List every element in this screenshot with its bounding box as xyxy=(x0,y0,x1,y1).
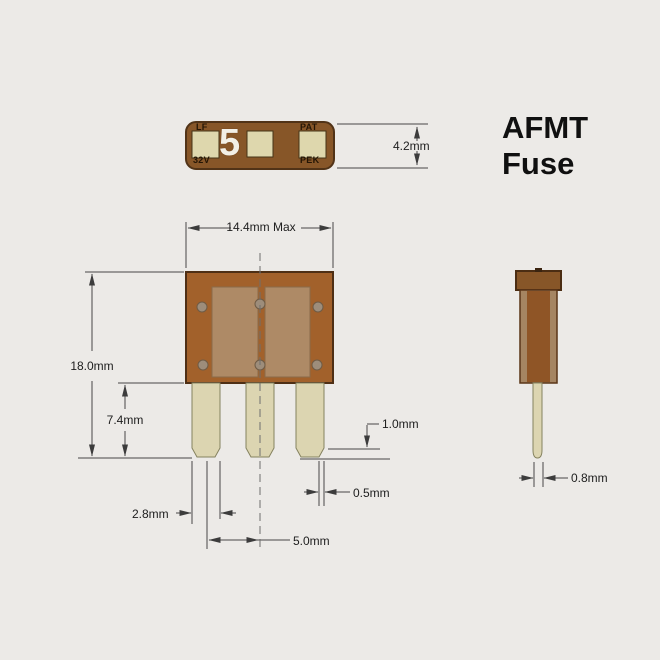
title-line-2: Fuse xyxy=(502,146,575,181)
rivet xyxy=(196,301,208,313)
dim-label-5-0mm: 5.0mm xyxy=(293,534,330,548)
dim-label-0-5mm: 0.5mm xyxy=(353,486,390,500)
dim-4-2mm-lines xyxy=(337,123,428,169)
top-view xyxy=(185,121,335,170)
page-title: AFMT Fuse xyxy=(502,110,588,182)
dim-7-4mm-lines xyxy=(118,382,184,457)
dim-label-2-8mm: 2.8mm xyxy=(132,507,169,521)
dim-label-7-4mm: 7.4mm xyxy=(106,413,144,427)
dim-2-8mm-lines xyxy=(176,461,236,524)
title-line-1: AFMT xyxy=(502,110,589,145)
fuse-marking-amperage: 5 xyxy=(219,122,241,164)
front-left-leg xyxy=(191,382,221,458)
fuse-marking-lf: LF xyxy=(196,122,208,132)
front-right-leg xyxy=(295,382,325,458)
dim-label-0-8mm: 0.8mm xyxy=(571,471,608,485)
fuse-marking-pek: PEK xyxy=(300,155,320,165)
top-view-right-pad xyxy=(298,130,327,159)
dim-label-18-0mm: 18.0mm xyxy=(70,359,114,373)
front-view-left-panel xyxy=(211,286,259,378)
front-center-leg xyxy=(245,382,275,458)
rivet xyxy=(197,359,209,371)
side-view-body-core xyxy=(527,291,550,382)
dim-label-14-4mm: 14.4mm Max xyxy=(226,220,296,234)
side-view-cap-notch xyxy=(535,268,542,272)
dim-1-0mm-lines xyxy=(300,423,390,460)
fuse-marking-pat: PAT xyxy=(300,122,318,132)
front-view xyxy=(185,271,334,458)
front-view-right-panel xyxy=(264,286,311,378)
dim-label-1-0mm: 1.0mm xyxy=(382,417,419,431)
dim-0-5mm-lines xyxy=(304,461,350,506)
dim-18-0mm-lines xyxy=(78,271,192,459)
dim-5-0mm-lines xyxy=(206,461,290,549)
side-view-leg xyxy=(532,382,543,459)
fuse-marking-voltage: 32V xyxy=(193,155,210,165)
dim-label-4-2mm: 4.2mm xyxy=(393,139,430,153)
dim-14-4mm-lines xyxy=(185,222,334,268)
rivet xyxy=(312,301,324,313)
top-view-center-pad xyxy=(246,130,274,158)
top-view-left-pad xyxy=(191,130,220,159)
side-view xyxy=(515,268,562,459)
side-view-cap xyxy=(515,270,562,291)
dim-0-8mm-lines xyxy=(519,462,568,487)
rivet xyxy=(311,359,323,371)
